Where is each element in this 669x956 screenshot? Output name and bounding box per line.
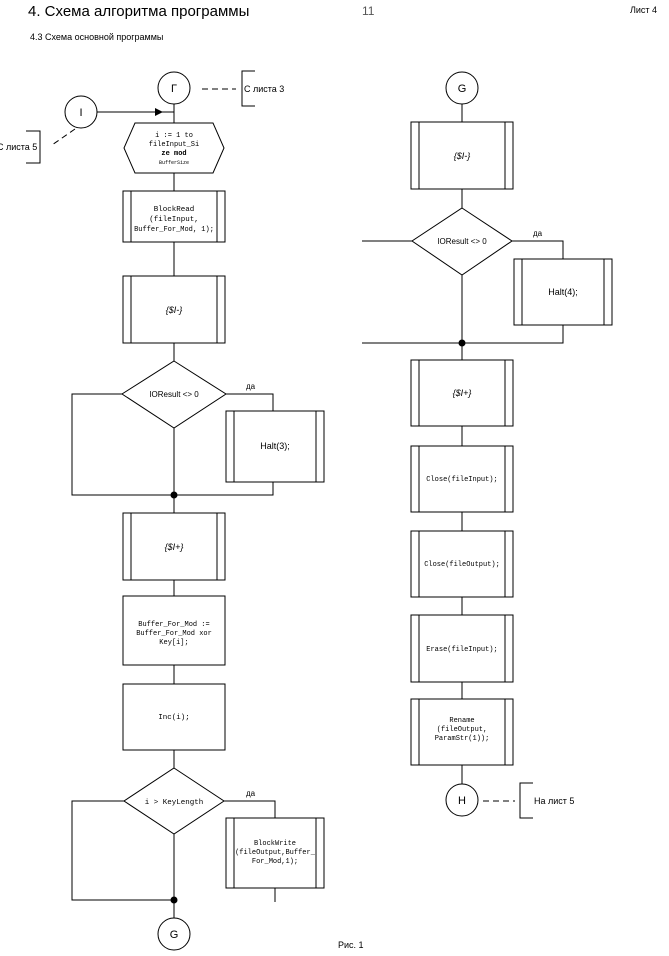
close-input-process: Close(fileInput); xyxy=(410,445,514,513)
svg-text:Halt(4);: Halt(4); xyxy=(548,287,578,297)
loop-block: i := 1 to fileInput_Si ze mod BufferSize xyxy=(123,122,225,174)
svg-text:BlockWrite: BlockWrite xyxy=(254,840,296,848)
page-number: 11 xyxy=(362,4,375,18)
connector-bottom-right: H xyxy=(445,783,479,817)
svg-text:G: G xyxy=(170,929,179,941)
svg-text:(fileOutput,Buffer_: (fileOutput,Buffer_ xyxy=(235,849,316,857)
svg-text:{$I+}: {$I+} xyxy=(453,388,472,398)
yes-label-2: да xyxy=(246,789,256,798)
svg-text:(fileInput,: (fileInput, xyxy=(149,216,199,224)
note-to-sheet-5: На лист 5 xyxy=(534,796,574,806)
directive-off-right: {$I-} xyxy=(410,121,514,190)
connector-top-left: Г xyxy=(157,71,191,105)
svg-text:IOResult <> 0: IOResult <> 0 xyxy=(149,390,199,399)
svg-text:H: H xyxy=(458,795,466,807)
svg-text:G: G xyxy=(458,83,467,95)
erase-process: Erase(fileInput); xyxy=(410,614,514,683)
close-output-process: Close(fileOutput); xyxy=(410,530,514,598)
junction-dot xyxy=(458,339,466,347)
svg-text:Halt(3);: Halt(3); xyxy=(260,441,290,451)
block-write-process: BlockWrite (fileOutput,Buffer_ For_Mod,1… xyxy=(225,817,325,889)
junction-dot xyxy=(170,491,178,499)
svg-text:{$I+}: {$I+} xyxy=(165,542,184,552)
svg-text:Buffer_For_Mod, 1);: Buffer_For_Mod, 1); xyxy=(134,226,214,234)
decision-ioresult-right: IOResult <> 0 xyxy=(411,207,513,276)
svg-text:ze mod: ze mod xyxy=(161,150,186,158)
yes-label-1: да xyxy=(246,382,256,391)
svg-text:IOResult <> 0: IOResult <> 0 xyxy=(437,237,487,246)
svg-text:BufferSize: BufferSize xyxy=(159,160,189,166)
directive-on-left: {$I+} xyxy=(122,512,226,581)
svg-text:{$I-}: {$I-} xyxy=(166,305,183,315)
svg-text:Г: Г xyxy=(171,83,177,95)
svg-text:ParamStr(1));: ParamStr(1)); xyxy=(435,735,490,743)
note-from-sheet-5: С листа 5 xyxy=(0,142,37,152)
svg-text:Buffer_For_Mod xor: Buffer_For_Mod xor xyxy=(136,630,212,638)
note-from-sheet-3: С листа 3 xyxy=(244,84,284,94)
section-subtitle: 4.3 Схема основной программы xyxy=(30,32,164,42)
sheet-label: Лист 4 xyxy=(629,5,657,15)
junction-dot xyxy=(170,896,178,904)
xor-assign-block: Buffer_For_Mod := Buffer_For_Mod xor Key… xyxy=(122,595,226,666)
halt-4-process: Halt(4); xyxy=(513,258,613,326)
svg-text:Rename: Rename xyxy=(449,717,474,725)
svg-text:Key[i];: Key[i]; xyxy=(159,639,188,647)
svg-text:Close(fileInput);: Close(fileInput); xyxy=(426,476,497,484)
halt-3-process: Halt(3); xyxy=(225,410,325,483)
connector-bottom-left: G xyxy=(157,917,191,951)
svg-text:Erase(fileInput);: Erase(fileInput); xyxy=(426,646,497,654)
svg-text:fileInput_Si: fileInput_Si xyxy=(149,141,199,149)
yes-label-right: да xyxy=(533,229,543,238)
figure-caption: Рис. 1 xyxy=(338,940,364,950)
svg-text:Inc(i);: Inc(i); xyxy=(158,714,190,722)
svg-text:I: I xyxy=(79,107,82,119)
rename-process: Rename (fileOutput, ParamStr(1)); xyxy=(410,698,514,766)
svg-text:i > KeyLength: i > KeyLength xyxy=(145,799,204,807)
connector-entry-left: I xyxy=(64,95,98,129)
page-title: 4. Схема алгоритма программы xyxy=(28,3,250,20)
svg-text:{$I-}: {$I-} xyxy=(454,151,471,161)
svg-text:BlockRead: BlockRead xyxy=(154,206,195,214)
left-flow-lines xyxy=(71,104,276,918)
directive-off-left: {$I-} xyxy=(122,275,226,344)
svg-text:Close(fileOutput);: Close(fileOutput); xyxy=(424,561,500,569)
svg-text:For_Mod,1);: For_Mod,1); xyxy=(252,858,298,866)
svg-text:Buffer_For_Mod :=: Buffer_For_Mod := xyxy=(138,621,209,629)
decision-keylength: i > KeyLength xyxy=(123,767,225,835)
directive-on-right: {$I+} xyxy=(410,359,514,427)
svg-text:(fileOutput,: (fileOutput, xyxy=(437,726,487,734)
inc-block: Inc(i); xyxy=(122,683,226,751)
decision-ioresult-left: IOResult <> 0 xyxy=(121,360,227,429)
block-read-process: BlockRead (fileInput, Buffer_For_Mod, 1)… xyxy=(122,190,226,243)
svg-text:i := 1 to: i := 1 to xyxy=(155,132,193,140)
connector-top-right: G xyxy=(445,71,479,105)
